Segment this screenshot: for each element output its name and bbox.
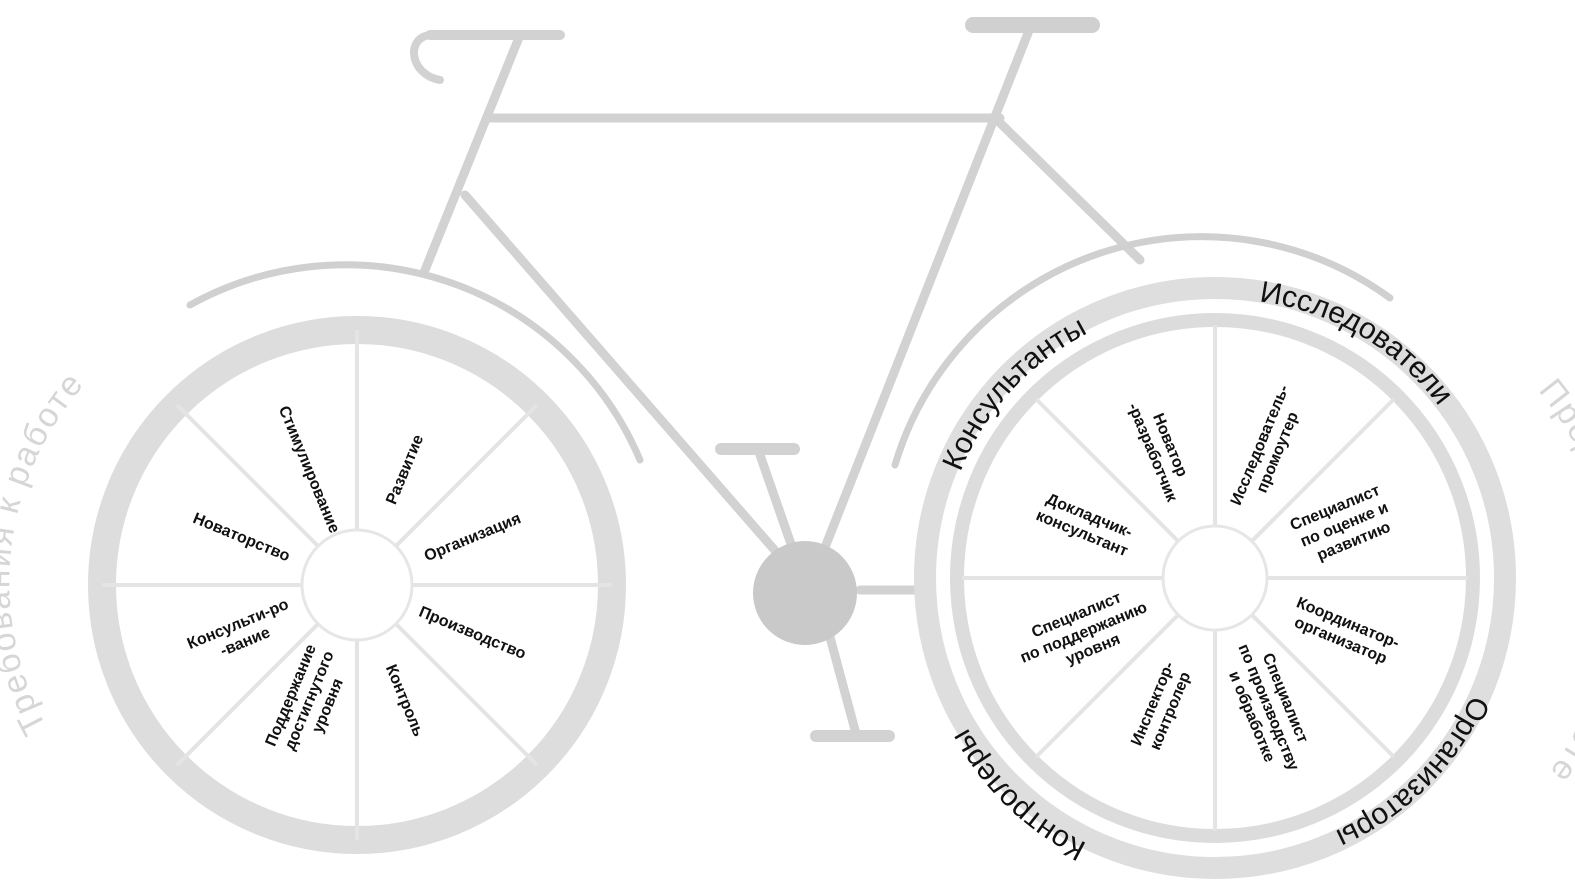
right-segment-label-4: Специалист по производству и обработке	[1217, 635, 1320, 781]
group-label-consultants: Консультанты	[936, 310, 1091, 475]
right-segment-label-7: Докладчик-консультант	[1034, 490, 1138, 561]
bicycle-crank-hub	[753, 541, 857, 645]
left-segment-label-7: Новаторство	[190, 510, 292, 565]
left-segment-label-8: Стимулирование	[275, 404, 343, 536]
right-wheel-arc-label: Предпочтения в работе	[1532, 372, 1575, 791]
left-segment-label-5: Поддержание достигнутого уровня	[263, 638, 357, 764]
left-wheel-arc-label: Требования к работе	[0, 364, 92, 741]
group-label-organizers: Организаторы	[1332, 691, 1496, 854]
right-segment-label-5: Инспектор-контролер	[1128, 659, 1195, 755]
right-segment-label-2: Специалист по оценке и развитию	[1288, 480, 1401, 569]
left-segment-label-4: Контроль	[382, 662, 427, 739]
left-segment-label-3: Производство	[416, 604, 528, 663]
bicycle-seat	[965, 17, 1100, 33]
right-segment-label-6: Специалист по поддержанию уровня	[1011, 580, 1161, 684]
right-segment-label-3: Координатор-организатор	[1287, 594, 1402, 669]
right-segment-label-8: Новатор-разработчик	[1124, 393, 1198, 505]
left-segment-label-1: Развитие	[383, 432, 427, 507]
left-segment-label-2: Организация	[422, 510, 524, 565]
